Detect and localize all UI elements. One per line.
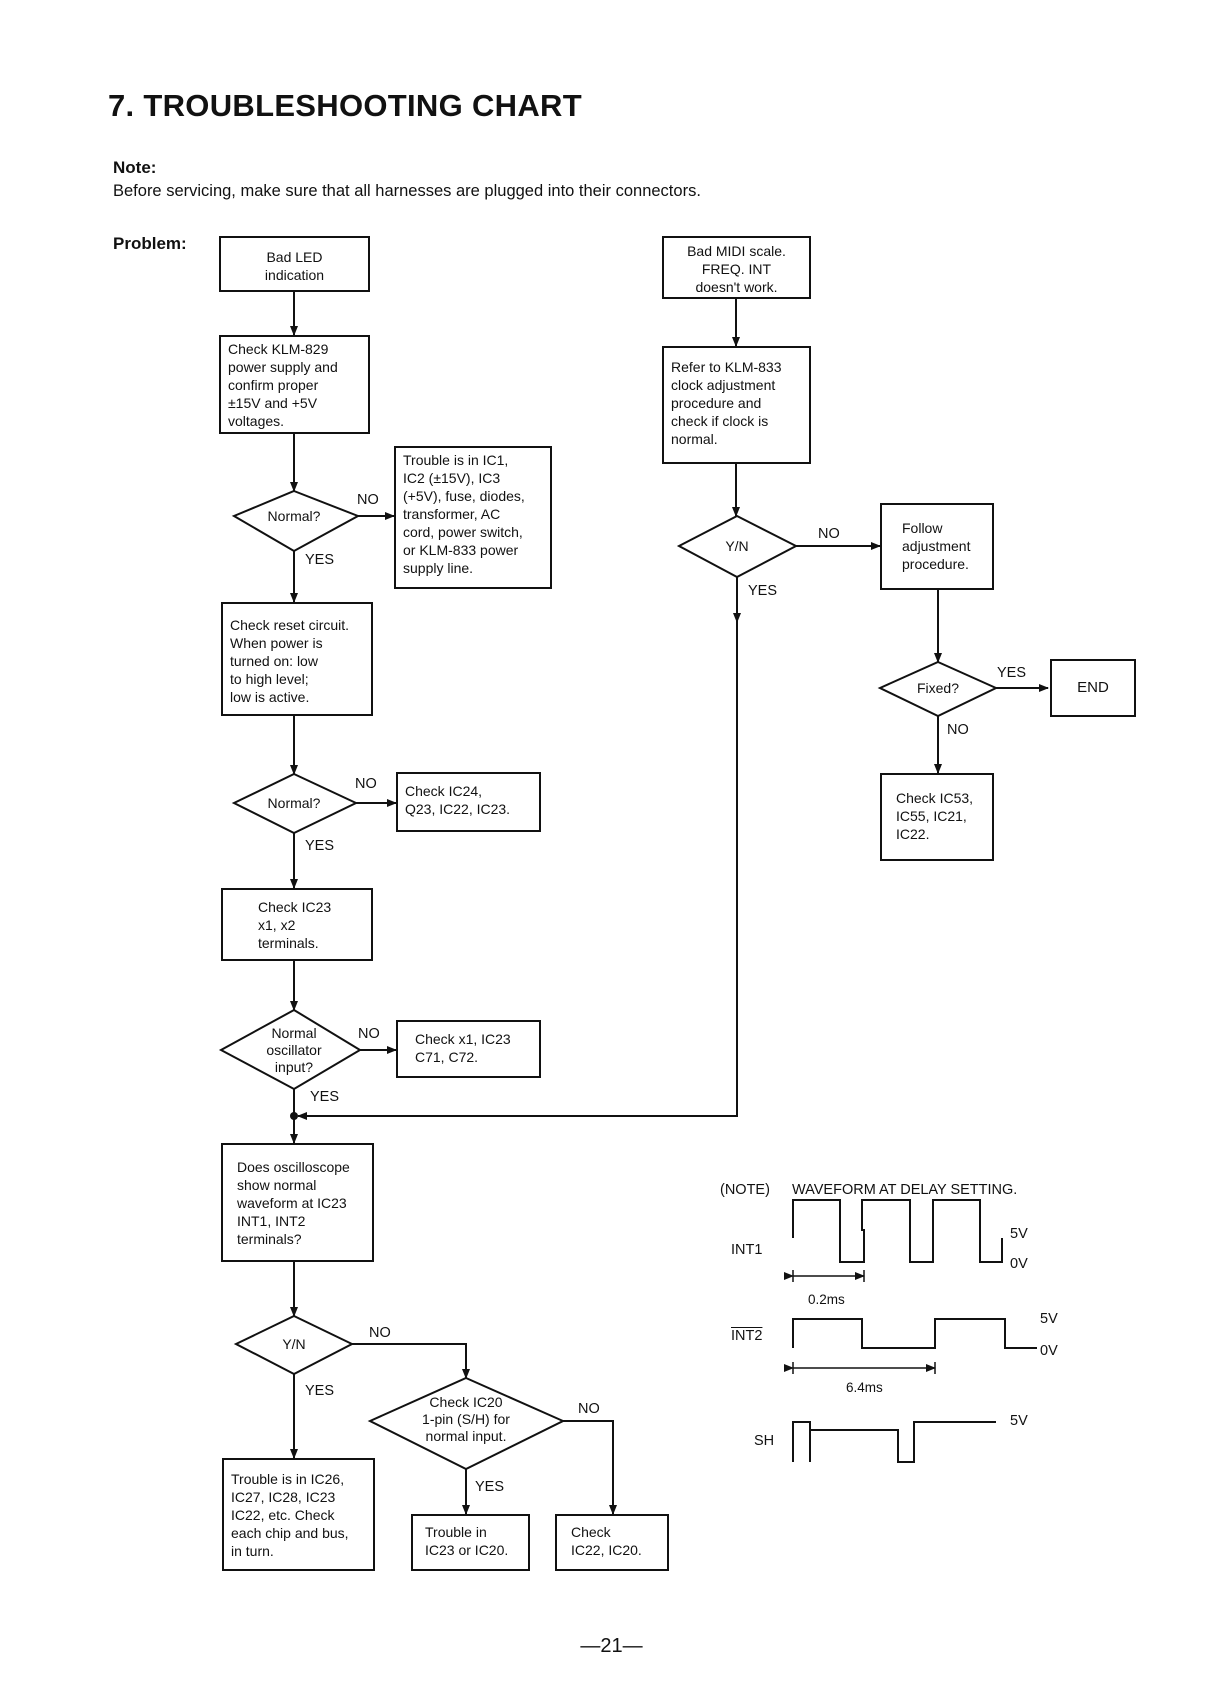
label-yes-7: YES [997, 665, 1027, 681]
junction-dot [290, 1112, 298, 1120]
box-check-ic24: Check IC24, Q23, IC22, IC23. [396, 772, 541, 832]
box-trouble-ic1: Trouble is in IC1, IC2 (±15V), IC3 (+5V)… [394, 446, 552, 589]
decision-yn-left: Y/N [282, 1336, 306, 1352]
int1-waveform [792, 1199, 1003, 1263]
decision-normal-osc-shape [218, 1008, 362, 1091]
label-no-6: NO [818, 526, 840, 542]
int1-5v: 5V [1010, 1226, 1028, 1242]
int2-period: 6.4ms [846, 1380, 883, 1395]
decision-yn-left-shape [233, 1314, 355, 1376]
decision-normal-1: Normal? [267, 508, 321, 524]
sh-label: SH [754, 1433, 775, 1449]
note-label: Note: [113, 158, 157, 177]
box-bad-led: Bad LED indication [219, 236, 370, 292]
box-refer-klm833: Refer to KLM-833 clock adjustment proced… [662, 346, 811, 464]
label-no-5: NO [578, 1401, 600, 1417]
label-yes-4: YES [305, 1383, 335, 1399]
box-check-klm829: Check KLM-829 power supply and confirm p… [219, 335, 370, 434]
label-no-3: NO [358, 1026, 380, 1042]
box-bad-midi: Bad MIDI scale. FREQ. INT doesn't work. [662, 236, 811, 299]
label-yes-5: YES [475, 1479, 505, 1495]
int1-label: INT1 [731, 1242, 763, 1258]
label-yes-1: YES [305, 552, 335, 568]
decision-check-ic20: Check IC20 1-pin (S/H) for normal input. [422, 1394, 510, 1444]
decision-normal-osc: Normal oscillator input? [266, 1025, 322, 1075]
decision-fixed: Fixed? [916, 680, 960, 696]
box-check-ic23-x: Check IC23 x1, x2 terminals. [221, 888, 373, 961]
decision-check-ic20-shape [367, 1376, 566, 1471]
int1-0v: 0V [1010, 1256, 1028, 1272]
box-trouble-ic23-ic20: Trouble in IC23 or IC20. [411, 1514, 530, 1571]
label-no-7: NO [947, 722, 969, 738]
page-number: —21— [580, 1635, 643, 1657]
box-trouble-ic26: Trouble is in IC26, IC27, IC28, IC23 IC2… [222, 1458, 375, 1571]
label-no-4: NO [369, 1325, 391, 1341]
label-yes-3: YES [310, 1089, 340, 1105]
sh-5v: 5V [1010, 1413, 1028, 1429]
page-title: 7. TROUBLESHOOTING CHART [108, 88, 582, 123]
decision-fixed-shape [877, 660, 999, 718]
waveform-note: (NOTE) [720, 1182, 770, 1198]
box-check-ic22-ic20: Check IC22, IC20. [555, 1514, 669, 1571]
note-text: Before servicing, make sure that all har… [113, 182, 701, 200]
decision-normal-1-shape [231, 489, 361, 553]
label-yes-6: YES [748, 583, 778, 599]
label-no-2: NO [355, 776, 377, 792]
box-check-ic53: Check IC53, IC55, IC21, IC22. [880, 773, 994, 861]
decision-yn-right-shape [676, 514, 799, 579]
waveform-heading: WAVEFORM AT DELAY SETTING. [792, 1182, 1018, 1198]
problem-label: Problem: [113, 234, 187, 253]
decision-normal-2-shape [231, 772, 359, 835]
label-no-1: NO [357, 492, 379, 508]
box-end: END [1050, 659, 1136, 717]
int2-waveform [792, 1318, 1037, 1349]
box-oscilloscope: Does oscilloscope show normal waveform a… [221, 1143, 374, 1262]
label-yes-2: YES [305, 838, 335, 854]
box-check-x1: Check x1, IC23 C71, C72. [396, 1020, 541, 1078]
box-check-reset: Check reset circuit. When power is turne… [221, 602, 373, 716]
sh-waveform [792, 1421, 996, 1463]
box-follow-adj: Follow adjustment procedure. [880, 503, 994, 590]
decision-normal-2: Normal? [267, 795, 321, 811]
int1-period: 0.2ms [808, 1292, 845, 1307]
int2-5v: 5V [1040, 1311, 1058, 1327]
int2-0v: 0V [1040, 1343, 1058, 1359]
decision-yn-right: Y/N [725, 538, 749, 554]
int2-label: INT2 [731, 1328, 763, 1344]
